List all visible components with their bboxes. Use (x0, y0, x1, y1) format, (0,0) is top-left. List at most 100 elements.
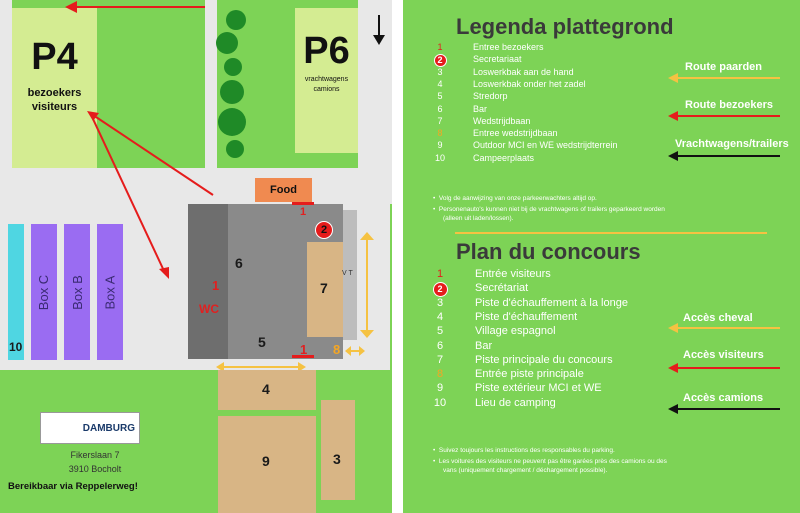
note-nl-2: • Personenauto's kunnen niet bij de vrac… (433, 206, 665, 213)
legend-nl-num-7: 7 (437, 115, 443, 126)
p4-label: P4 (31, 36, 78, 78)
note-fr-1: • Suivez toujours les instructions des r… (433, 447, 615, 454)
arrow-down-icon (373, 15, 385, 45)
legend-fr-item-10: Lieu de camping (475, 396, 556, 409)
legend-nl-item-1: Entree bezoekers (473, 42, 544, 52)
box-a: Box A (97, 224, 123, 360)
legend-title-fr: Plan du concours (456, 239, 641, 264)
secretariat-marker: 2 (315, 220, 333, 239)
legend-nl-num-10: 10 (434, 152, 445, 163)
label-7: 7 (320, 280, 328, 296)
route-trucks-arrow-icon (668, 148, 780, 161)
legend-fr-num-8: 8 (436, 368, 444, 381)
route-horses-fr-arrow-icon (668, 320, 780, 333)
food-stand: Food (255, 178, 312, 202)
label-3: 3 (333, 451, 341, 467)
legend-fr-num-1: 1 (436, 268, 444, 280)
box-c: Box C (31, 224, 57, 360)
visitor-route-arrow-icon (85, 105, 220, 280)
legend-nl-item-5: Stredorp (473, 91, 508, 102)
route-horses-arrow-icon (668, 70, 780, 83)
legend-fr-num-9: 9 (436, 382, 444, 395)
label-1-wc: 1 (212, 278, 220, 293)
legend-fr-item-2: Secrétariat (475, 282, 529, 295)
address-line-1: Fikerslaan 7 (70, 450, 120, 460)
tree (226, 140, 244, 158)
legend-fr-num-3: 3 (436, 296, 444, 309)
logo-damburg: DAMBURG (40, 412, 140, 444)
label-8: 8 (333, 342, 341, 357)
arena-4 (218, 370, 316, 410)
tree (216, 32, 238, 54)
red-line (292, 355, 314, 358)
legend-nl-num-4: 4 (437, 78, 443, 89)
label-5: 5 (258, 334, 266, 350)
legend-fr-num-2: 2 (430, 282, 450, 298)
route-horses-label: Route paarden (685, 61, 763, 73)
legend-fr-item-5: Village espagnol (475, 325, 556, 338)
legend-title-nl: Legenda plattegrond (456, 14, 674, 39)
legend-fr-num-6: 6 (436, 339, 444, 352)
p6-sub-nl: vrachtwagens (304, 76, 349, 83)
road-top-vertical (205, 0, 217, 175)
tree (220, 80, 244, 104)
legend-nl-num-5: 5 (437, 91, 443, 102)
legend-nl-item-7: Wedstrijdbaan (473, 115, 531, 126)
horse-route-arrow-icon (345, 344, 365, 356)
route-trucks-fr-arrow-icon (668, 401, 780, 414)
legend-fr-num-4: 4 (436, 310, 444, 323)
building-dark-left (188, 204, 228, 359)
tree (218, 108, 246, 136)
divider-line (455, 232, 767, 234)
legend-nl-item-9: Outdoor MCI en WE wedstrijdterrein (473, 140, 618, 151)
legend-fr-item-6: Bar (475, 339, 493, 352)
legend-nl-num-9: 9 (437, 140, 443, 151)
legend-fr-item-4: Piste d'échauffement (475, 310, 578, 323)
tree (226, 10, 246, 30)
legend-nl-num-2: 2 (430, 54, 450, 68)
route-trucks-fr-label: Accès camions (683, 392, 764, 404)
horse-route-arrow-icon (360, 232, 374, 338)
route-visitors-fr-arrow-icon (668, 360, 780, 373)
note-nl-3: (alleen uit laden/lossen). (443, 215, 514, 222)
legend-nl-num-8: 8 (437, 128, 443, 139)
road-top-left (0, 0, 12, 190)
p4-sub-fr: visiteurs (31, 101, 78, 113)
legend-fr-item-8: Entrée piste principale (475, 368, 584, 381)
note-nl-1: • Volg de aanwijzing van onze parkeerwac… (433, 195, 597, 202)
road-right-vertical (358, 0, 392, 200)
address-line-2: 3910 Bocholt (68, 464, 122, 474)
legend-nl-item-4: Loswerkbak onder het zadel (473, 78, 586, 89)
legend-nl-item-8: Entree wedstrijdbaan (473, 128, 558, 139)
legend-nl-item-2: Secretariaat (473, 54, 522, 65)
legend-nl-num-3: 3 (437, 66, 443, 77)
arena-9 (218, 416, 316, 513)
red-line (292, 202, 314, 205)
route-visitors-fr-label: Accès visiteurs (683, 349, 764, 361)
legend-nl-num-6: 6 (437, 103, 443, 114)
building-right-wall (343, 210, 357, 340)
arena-7 (307, 242, 343, 337)
legend-fr-item-9: Piste extérieur MCI et WE (475, 382, 602, 395)
legend-nl-num-1: 1 (437, 42, 443, 52)
legend-fr-num-10: 10 (433, 396, 447, 409)
legend-nl-item-3: Loswerkbak aan de hand (473, 66, 574, 77)
route-visitors-arrow-icon (668, 108, 780, 121)
legend-fr-num-7: 7 (436, 353, 444, 366)
label-4: 4 (262, 381, 270, 397)
label-1-bottom: 1 (300, 342, 308, 357)
legend-nl-item-6: Bar (473, 103, 488, 114)
note-fr-3: vans (uniquement chargement / déchargeme… (443, 467, 608, 474)
legend-fr-item-7: Piste principale du concours (475, 353, 613, 366)
legend-nl-item-10: Campeerplaats (473, 152, 535, 163)
box-b: Box B (64, 224, 90, 360)
legend-fr-item-1: Entrée visiteurs (475, 268, 551, 280)
box-10-stall (8, 224, 24, 360)
wc-label: WC (199, 302, 219, 316)
legend-fr-num-5: 5 (436, 325, 444, 338)
route-horses-fr-label: Accès cheval (683, 312, 753, 324)
p4-sub-nl: bezoekers (27, 87, 82, 99)
reachable-note: Bereikbaar via Reppelerweg! (8, 481, 138, 492)
parking-p6 (295, 8, 358, 153)
